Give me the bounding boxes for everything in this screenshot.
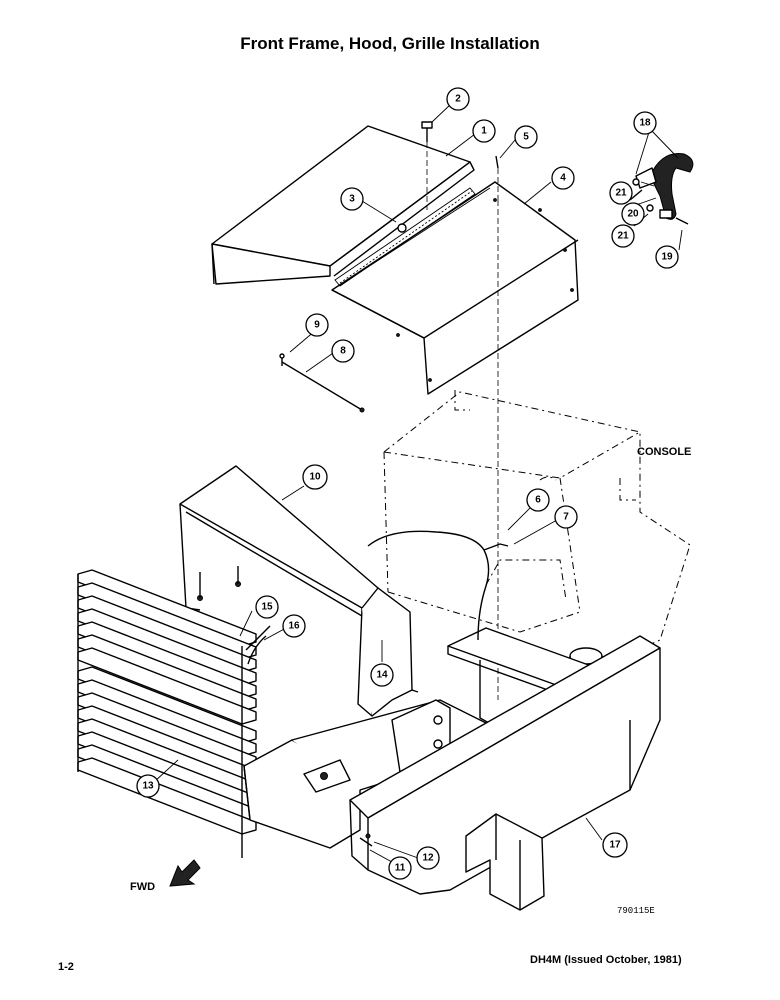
callout-17: 17 [602,832,628,858]
callout-9: 9 [305,313,329,337]
leader-lines [153,103,683,863]
svg-text:1: 1 [481,126,487,137]
svg-text:19: 19 [661,252,673,263]
svg-text:5: 5 [523,132,529,143]
callout-6: 6 [526,488,550,512]
svg-text:17: 17 [609,840,621,851]
svg-text:9: 9 [314,320,320,331]
grille-frame [77,574,243,858]
callout-13: 13 [136,774,160,798]
page-title: Front Frame, Hood, Grille Installation [240,34,540,53]
svg-text:13: 13 [142,781,154,792]
callout-2: 2 [446,87,470,111]
callout-7: 7 [554,505,578,529]
svg-text:16: 16 [288,621,300,632]
hood-handle [629,152,694,225]
svg-text:7: 7 [563,512,569,523]
console-outline [383,390,691,673]
hood-hardware [279,121,499,700]
callout-20: 20 [621,202,645,226]
wiring-harness [245,530,509,665]
svg-text:8: 8 [340,346,346,357]
svg-text:21: 21 [615,188,627,199]
svg-text:4: 4 [560,173,566,184]
svg-text:18: 18 [639,118,651,129]
svg-text:6: 6 [535,495,541,506]
svg-text:21: 21 [617,231,629,242]
front-bumper [349,635,661,911]
callout-3: 3 [340,187,364,211]
drawing-number: 790115E [617,906,655,916]
callout-19: 19 [655,245,679,269]
callout-8: 8 [331,339,355,363]
console-label: CONSOLE [637,446,691,458]
front-frame-bracket [179,465,419,717]
callout-15: 15 [255,595,279,619]
callout-12: 12 [416,846,440,870]
callout-10: 10 [302,464,328,490]
callout-5: 5 [514,125,538,149]
svg-text:10: 10 [309,472,321,483]
callout-4: 4 [551,166,575,190]
fwd-label: FWD [130,881,155,893]
svg-text:2: 2 [455,94,461,105]
callout-11: 11 [388,856,412,880]
forward-arrow-icon [169,859,201,887]
callout-1: 1 [472,119,496,143]
svg-text:3: 3 [349,194,355,205]
svg-text:14: 14 [376,670,388,681]
callout-bubbles: 2 1 5 4 3 9 8 10 6 7 15 16 14 13 12 11 1… [136,87,679,880]
document-id: DH4M (Issued October, 1981) [530,954,682,966]
svg-text:20: 20 [627,209,639,220]
callout-18: 18 [633,111,657,135]
page-number: 1-2 [58,961,74,973]
callout-16: 16 [282,614,306,638]
svg-text:11: 11 [395,863,406,874]
callout-14: 14 [370,663,394,687]
svg-text:12: 12 [422,853,434,864]
grille [77,569,257,858]
svg-text:15: 15 [261,602,273,613]
callout-21a: 21 [609,181,633,205]
callout-21b: 21 [611,224,635,248]
